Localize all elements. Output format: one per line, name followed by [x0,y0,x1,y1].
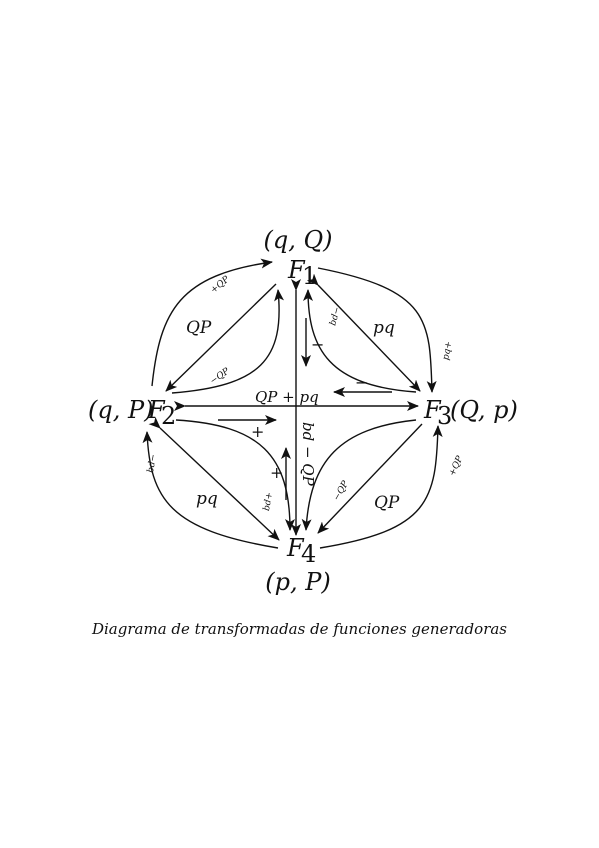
svg-text:F: F [423,396,442,424]
label-f4-f3-outer: +QP [448,454,466,478]
label-f3-f4-inner: QP [374,493,400,513]
sign-plus-left: + [251,422,264,441]
edge-f2-f1-outer [151,258,273,387]
label-f1-f3-outer: pq+ [441,340,454,361]
sign-minus-right: − [355,373,368,392]
node-f1: F 1 [287,256,317,290]
label-f2-f4-inner: pq [196,489,218,509]
edge-f1-f2-diag [165,283,277,392]
node-f1-pair: (q, Q) [263,226,332,254]
svg-text:4: 4 [301,540,316,568]
edge-f4-f3-outer [319,425,443,549]
svg-text:2: 2 [161,402,176,430]
label-vertical-mid: bd − QP [299,422,317,487]
diagram-caption: Diagrama de transformadas de funciones g… [91,620,508,638]
svg-text:F: F [286,534,305,562]
edge-f1-f3-outer [317,267,437,393]
sign-minus-top: − [311,335,324,354]
label-f2-f3-mid: QP + pq [255,388,319,406]
svg-text:3: 3 [437,402,452,430]
node-f2: F 2 [147,396,176,430]
sign-plus-bottom: + [270,463,283,482]
edge-f4-f2-outer [142,431,279,549]
edge-f3-f4-inner [301,419,417,531]
svg-text:1: 1 [302,262,317,290]
svg-text:F: F [287,256,306,284]
edge-f1-f3-diag [306,273,421,392]
edge-f3-f1-inner [303,289,417,393]
node-f2-pair: (q, P) [88,396,154,424]
edge-f2-f1-inner [171,289,285,394]
label-f1-f3-inner: pq [373,318,395,338]
node-f4: F 4 [286,534,316,568]
edge-f3-f4-diag [317,423,423,534]
label-f4-up-small: bd+ [262,491,275,512]
label-f1-down-small: bd− [328,306,343,327]
label-f4-f2-outer: bd− [146,453,159,474]
node-f4-pair: (p, P) [265,568,331,596]
label-f3-f4-small: −QP [332,479,352,503]
node-f3: F 3 [423,396,452,430]
node-f3-pair: (Q, p) [450,396,518,424]
edge-f2-f4-inner [175,419,295,531]
label-f1-f2-inner: QP [186,318,212,338]
edge-f2-f4-diag [148,416,280,541]
